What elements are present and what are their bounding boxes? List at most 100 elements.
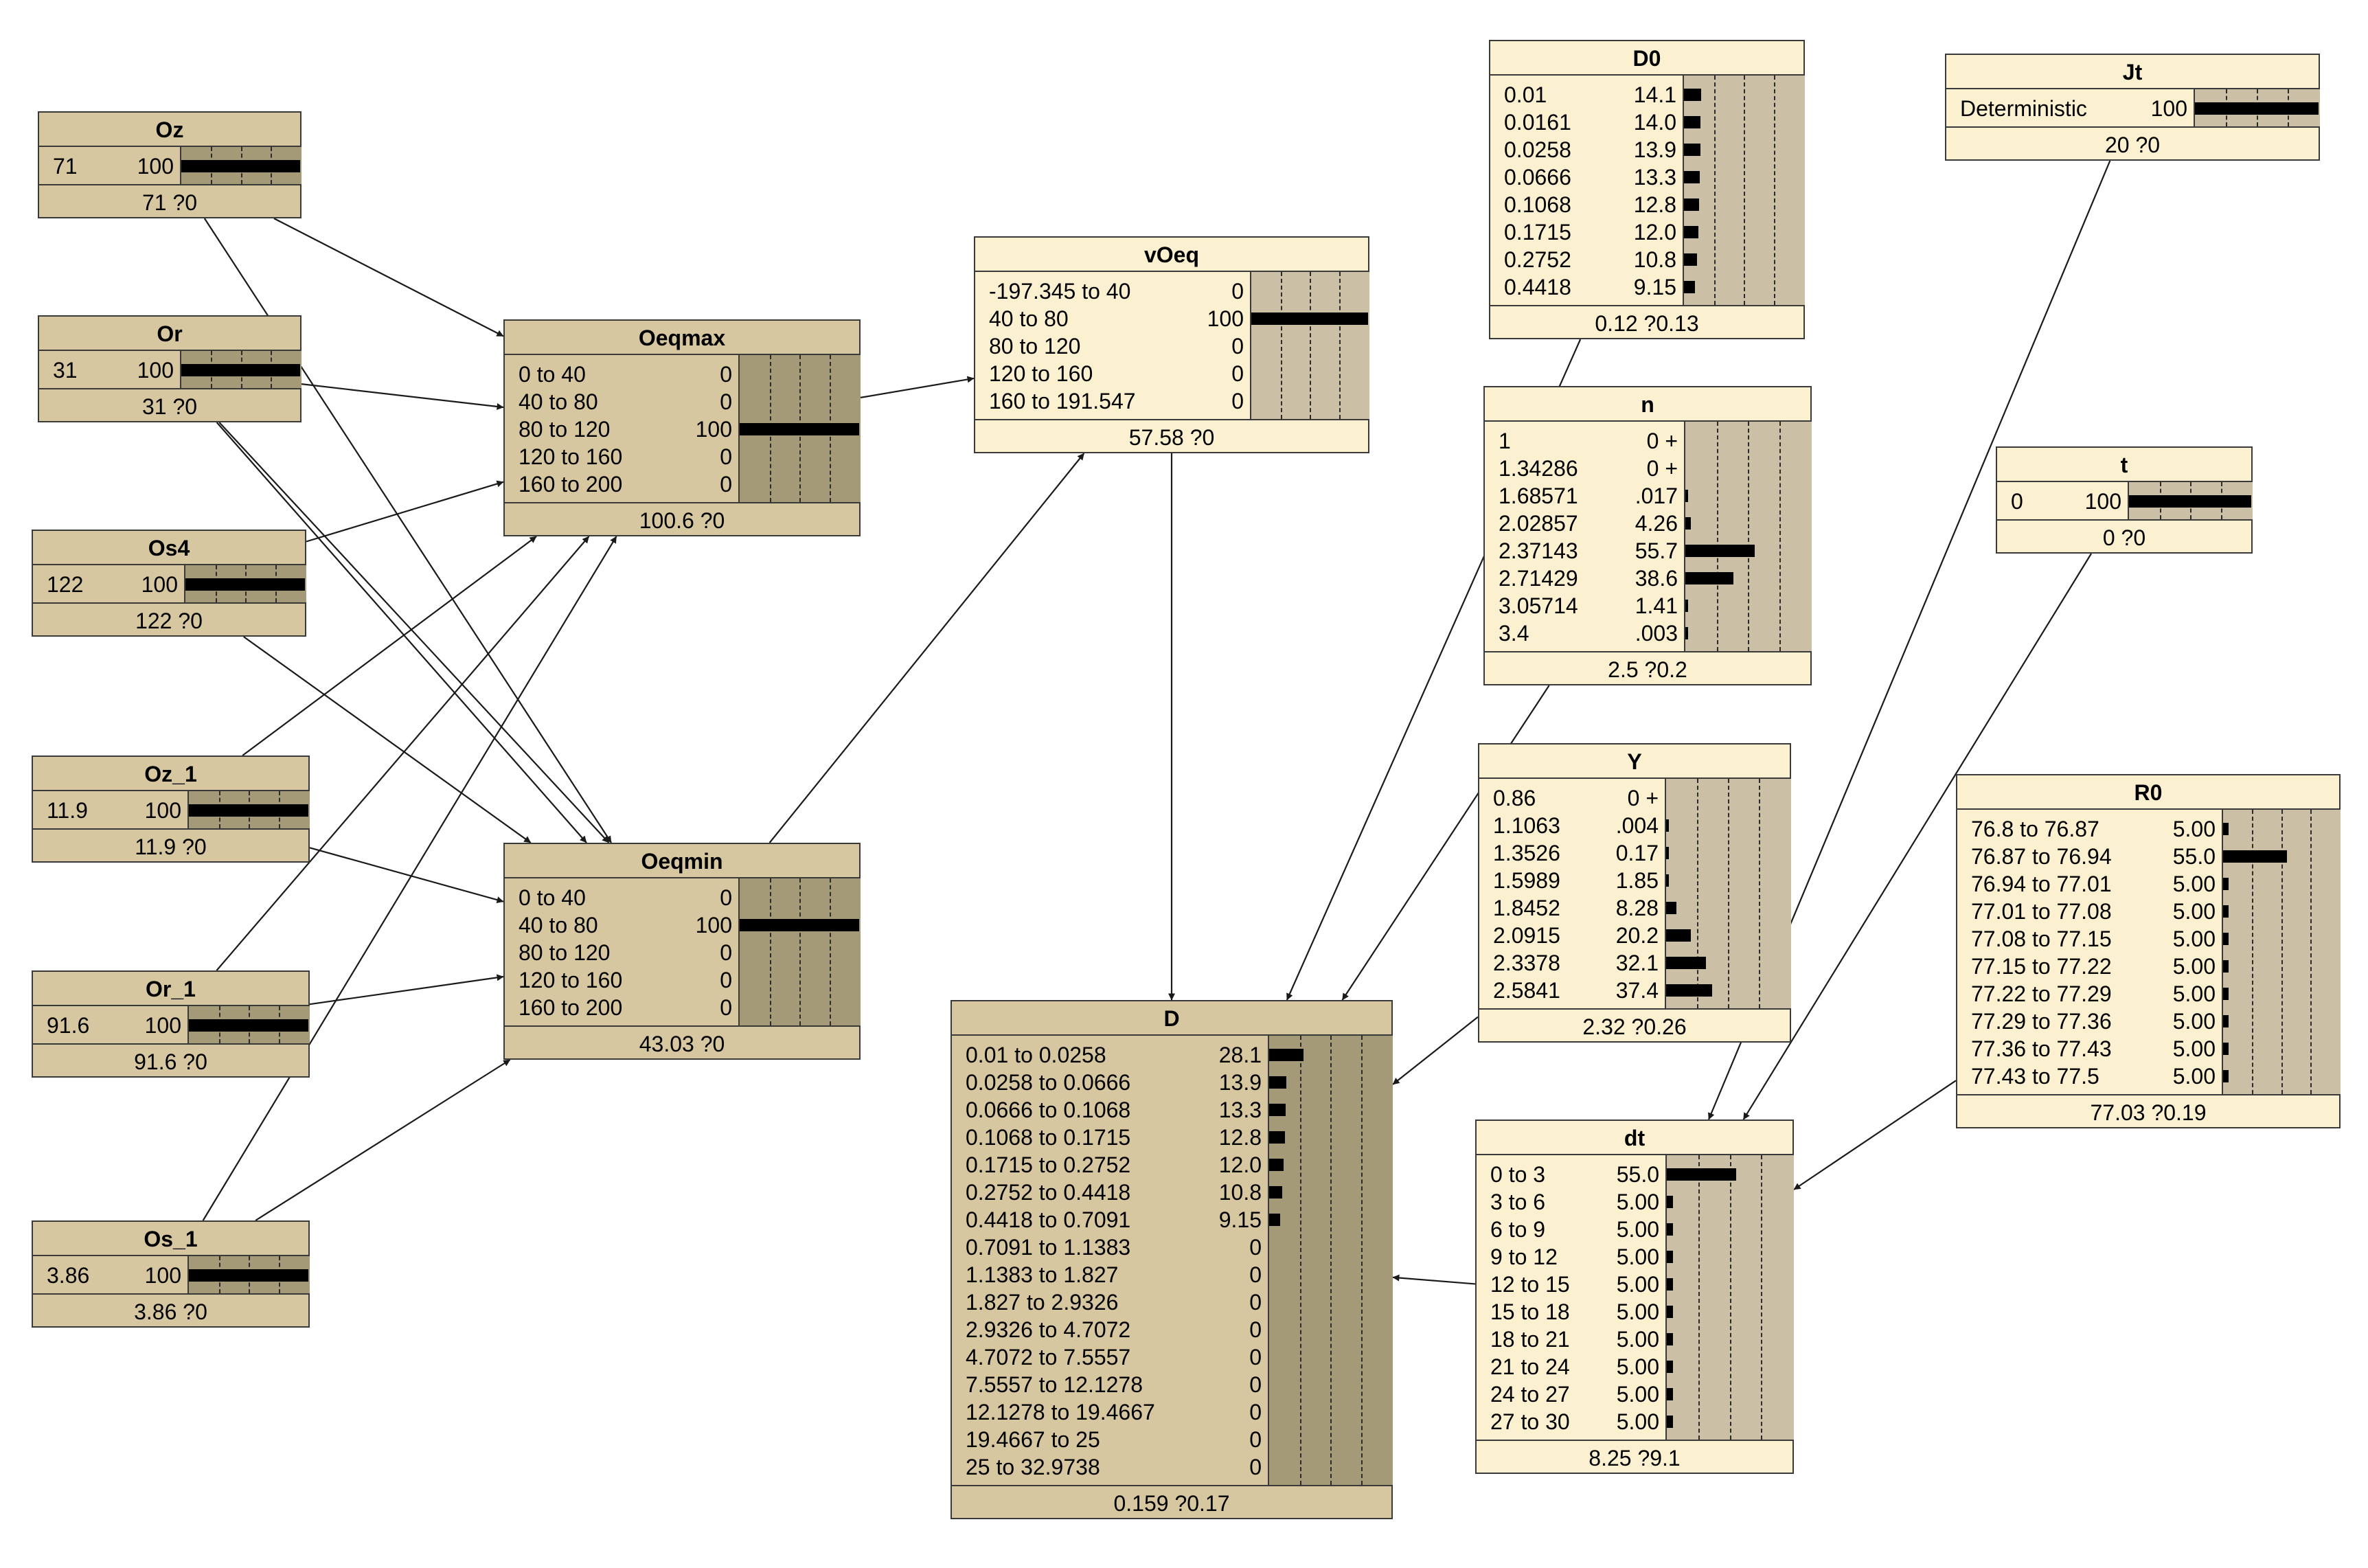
state-row[interactable]: 1.68571.017	[1485, 482, 1810, 510]
state-row[interactable]: 1.1063.004	[1479, 812, 1790, 839]
state-row[interactable]: 3.4.003	[1485, 620, 1810, 647]
